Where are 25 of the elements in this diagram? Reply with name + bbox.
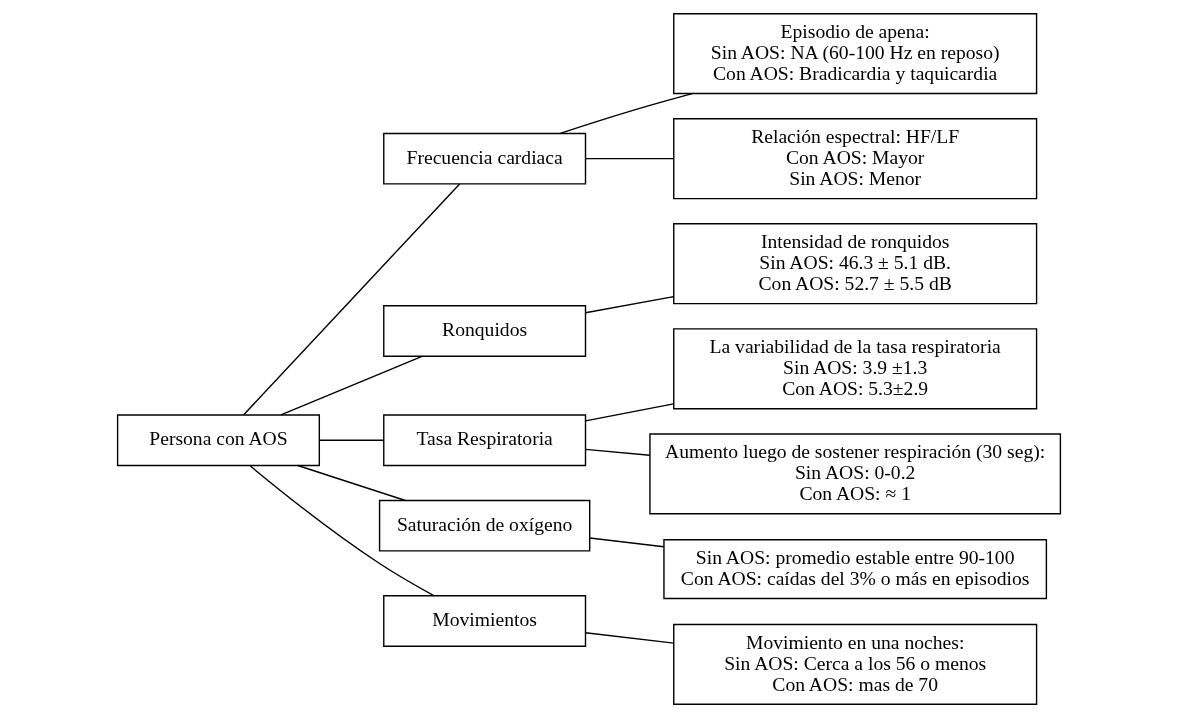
connector xyxy=(296,464,406,502)
connector xyxy=(584,448,650,456)
node-box: Episodio de apena: Sin AOS: NA (60-100 Hz en reposo) Con AOS: Bradicardia y taquicardia xyxy=(672,13,1037,95)
node-box: Saturación de oxígeno xyxy=(378,499,590,552)
node-box: Aumento luego de sostener respiración (30 seg): Sin AOS: 0-0.2 Con AOS: ≈ 1 xyxy=(648,433,1061,515)
connector xyxy=(588,537,664,548)
node-box: Ronquidos xyxy=(382,305,586,357)
connector xyxy=(279,355,423,416)
node-box: Movimiento en una noches: Sin AOS: Cerca a los 56 o menos Con AOS: mas de 70 xyxy=(672,623,1037,706)
connector xyxy=(584,157,674,160)
node-box: Relación espectral: HF/LF Con AOS: Mayor Sin AOS: Menor xyxy=(672,118,1037,200)
node-box: La variabilidad de la tasa respiratoria Sin AOS: 3.9 ±1.3 Con AOS: 5.3±2.9 xyxy=(672,328,1037,410)
connector xyxy=(318,439,384,441)
connector xyxy=(559,92,693,135)
node-box: Sin AOS: promedio estable entre 90-100 Con AOS: caídas del 3% o más en episodios xyxy=(662,539,1047,600)
connector xyxy=(248,465,434,597)
connector xyxy=(584,296,674,314)
node-box: Movimientos xyxy=(382,595,586,647)
connector xyxy=(584,632,674,644)
node-box: Intensidad de ronquidos Sin AOS: 46.3 ± 5.1 dB. Con AOS: 52.7 ± 5.5 dB xyxy=(672,223,1037,305)
node-box: Persona con AOS xyxy=(116,414,320,467)
connector xyxy=(584,403,674,422)
node-box: Frecuencia cardiaca xyxy=(382,132,586,185)
connector xyxy=(242,183,460,416)
node-box: Tasa Respiratoria xyxy=(382,414,586,467)
